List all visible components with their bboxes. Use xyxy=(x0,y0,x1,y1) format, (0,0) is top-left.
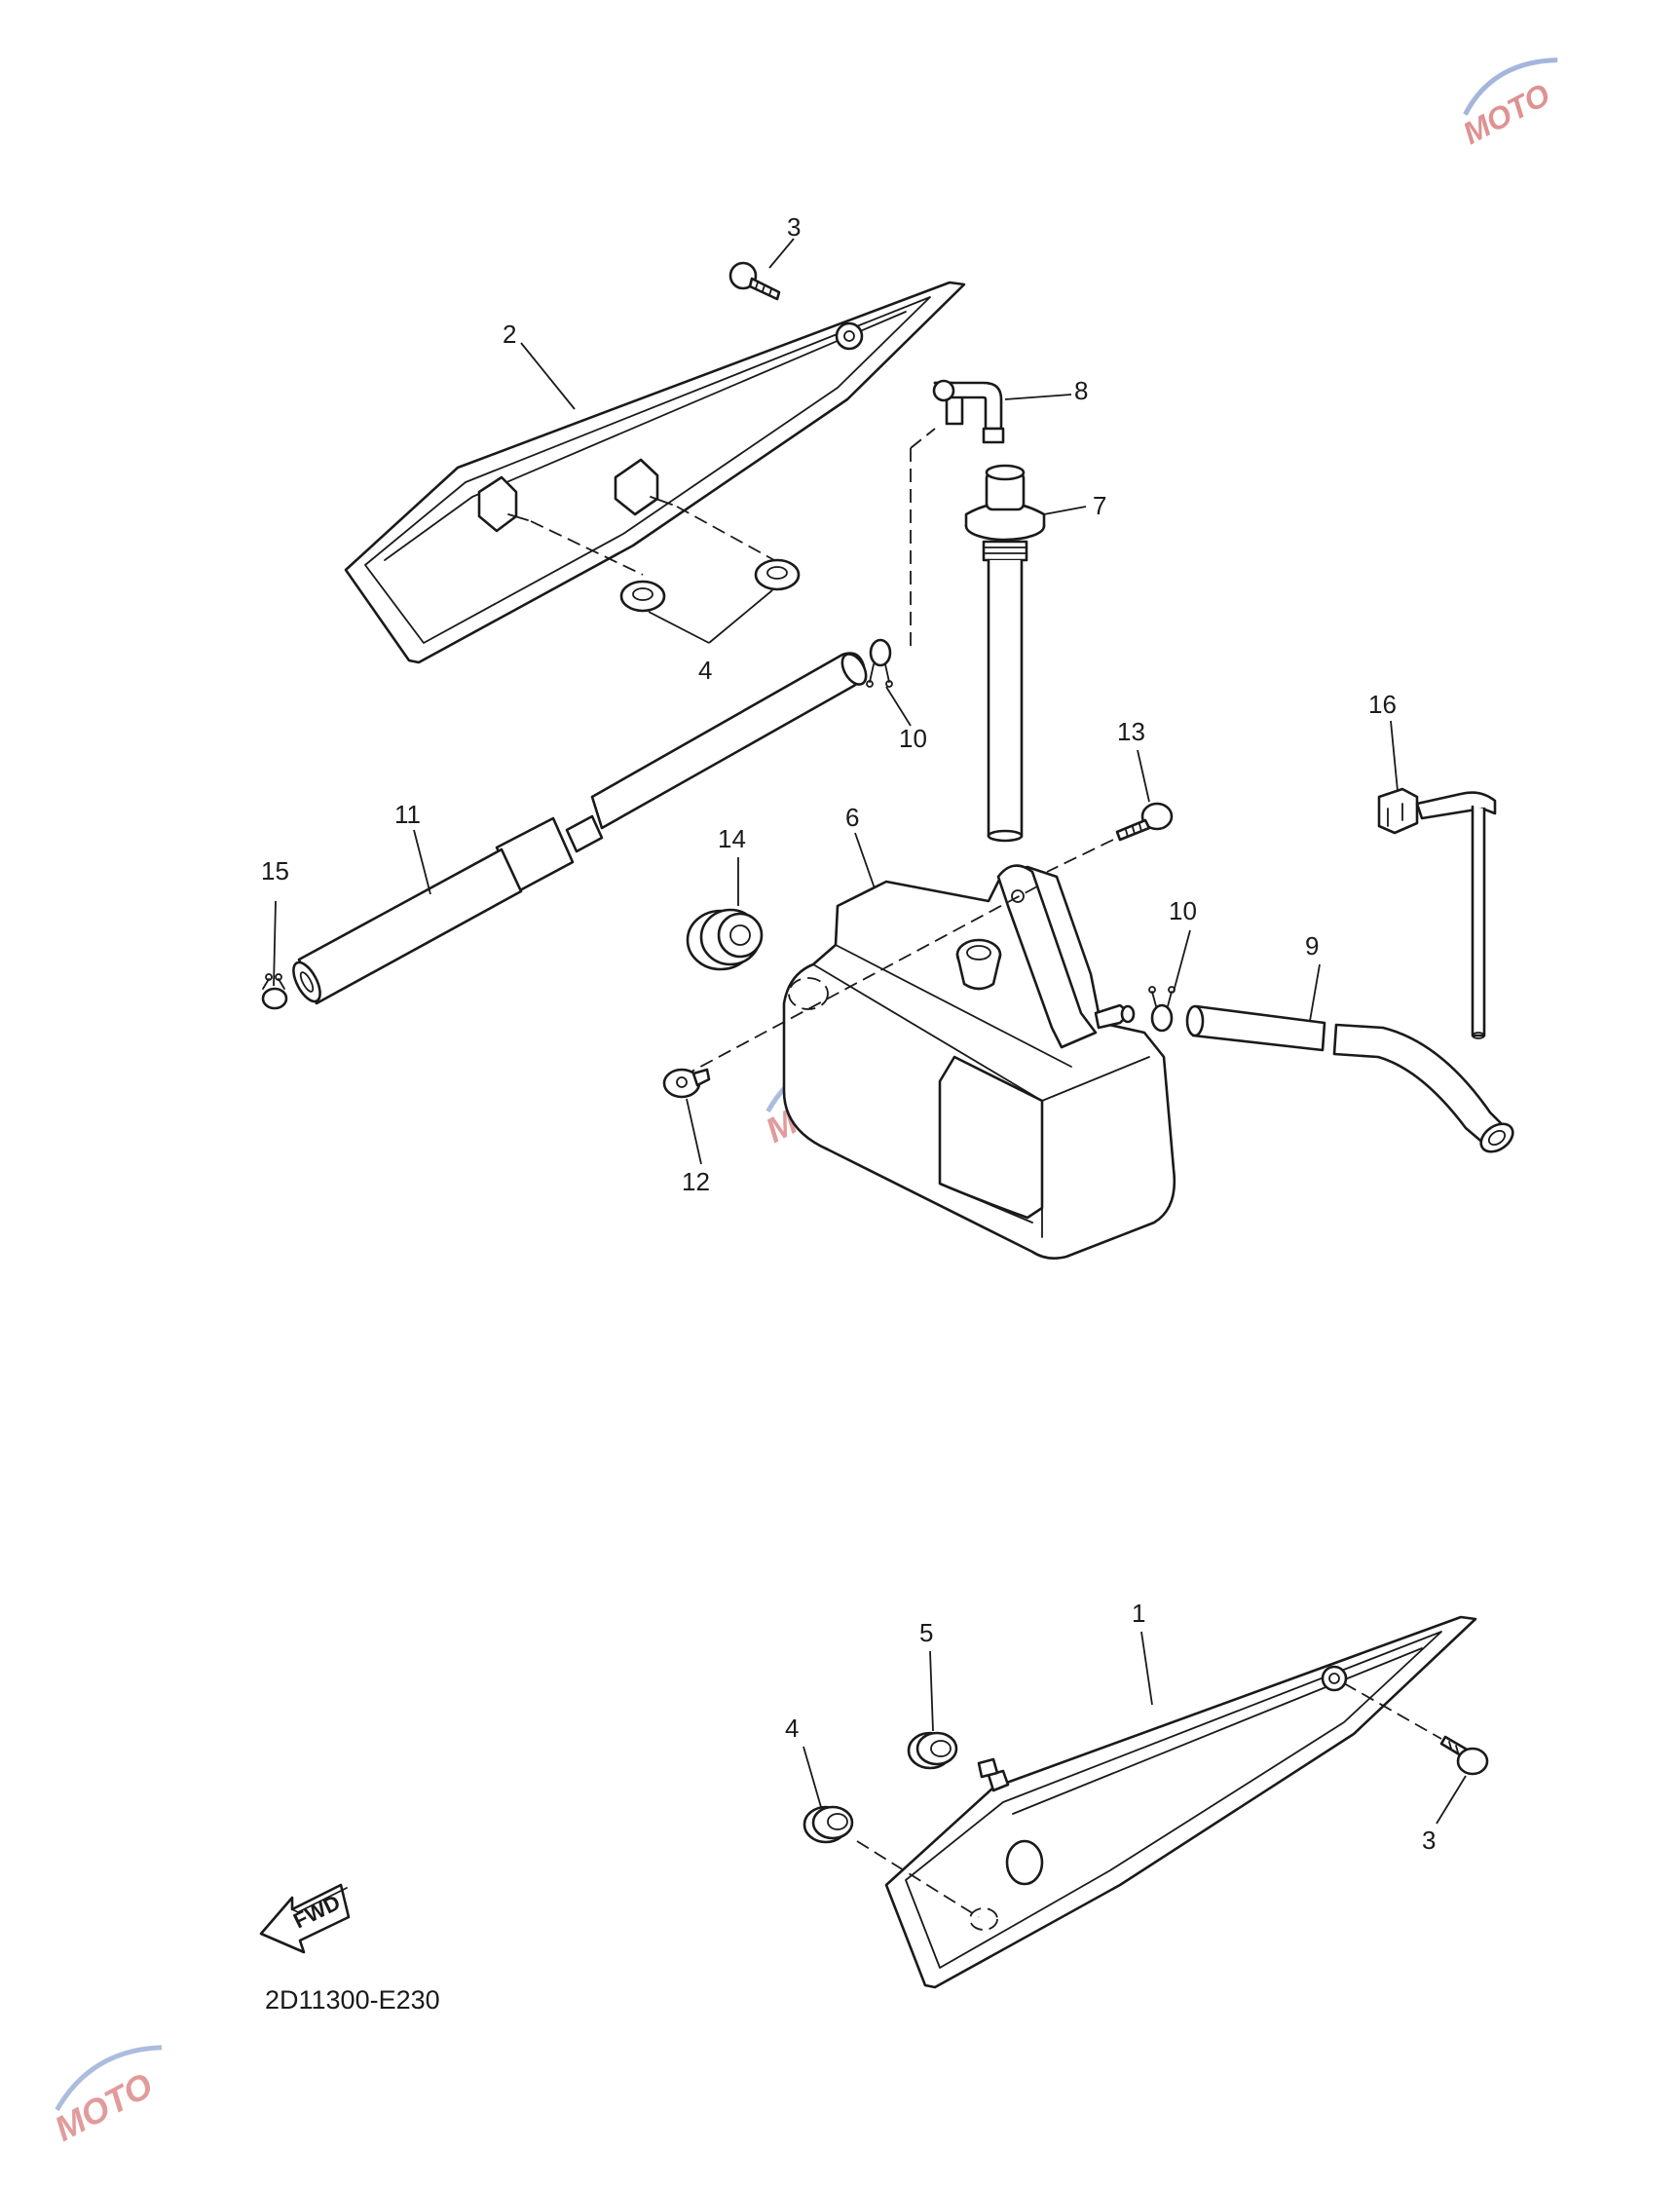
callout-14: 14 xyxy=(718,824,746,853)
side-cover-1 xyxy=(884,1615,1477,1989)
watermark-text: MOTO xyxy=(1457,76,1555,151)
callout-7: 7 xyxy=(1093,491,1106,520)
hose-clip-10-top xyxy=(866,638,893,688)
leader-lines xyxy=(273,238,1467,1825)
hose-clip-10-right xyxy=(1148,986,1176,1033)
watermark-logo-bottom-left: MOTO xyxy=(48,2045,163,2149)
callout-3-bottom: 3 xyxy=(1422,1826,1436,1855)
grommet-4-left xyxy=(619,580,666,613)
callout-1: 1 xyxy=(1132,1599,1145,1628)
grommet-4-bottom xyxy=(803,1805,854,1844)
grommet-5 xyxy=(907,1731,999,1779)
callout-8: 8 xyxy=(1074,376,1088,405)
callout-numbers: 3 2 8 7 4 10 16 13 11 14 6 15 10 9 12 5 … xyxy=(261,212,1436,1855)
grommet-14 xyxy=(686,908,764,971)
bolt-13 xyxy=(1115,802,1174,842)
cap-assembly-7 xyxy=(964,464,1046,843)
callout-13: 13 xyxy=(1117,717,1145,746)
elbow-fitting-8 xyxy=(932,379,1005,444)
callout-4-top: 4 xyxy=(698,656,712,685)
callout-12: 12 xyxy=(682,1167,710,1196)
callout-2: 2 xyxy=(503,320,516,349)
callout-3-top: 3 xyxy=(787,212,801,242)
callout-15: 15 xyxy=(261,856,289,885)
side-cover-2 xyxy=(344,281,966,664)
callout-11: 11 xyxy=(394,800,421,829)
callout-5: 5 xyxy=(919,1618,933,1647)
hose-9 xyxy=(1185,1004,1514,1153)
hose-11 xyxy=(292,652,868,1005)
grommet-4-right xyxy=(754,558,801,591)
bracket-16 xyxy=(1377,787,1497,1039)
callout-4-bottom: 4 xyxy=(785,1714,799,1743)
callout-6: 6 xyxy=(845,803,859,832)
screw-3-top xyxy=(728,261,781,301)
callout-10-right: 10 xyxy=(1169,896,1197,925)
fwd-arrow-icon: FWD xyxy=(259,1883,351,1954)
callout-10-top: 10 xyxy=(899,724,927,753)
reservoir-tank-6 xyxy=(782,864,1176,1260)
screw-3-bottom xyxy=(1439,1735,1489,1776)
damper-12 xyxy=(662,1068,711,1099)
callout-9: 9 xyxy=(1305,931,1319,961)
hose-clip-15 xyxy=(261,973,288,1010)
watermark-text: MOTO xyxy=(48,2064,159,2149)
watermark-logo-top-right: MOTO xyxy=(1457,57,1558,151)
diagram-code: 2D11300-E230 xyxy=(265,1985,440,2015)
callout-16: 16 xyxy=(1368,690,1397,719)
